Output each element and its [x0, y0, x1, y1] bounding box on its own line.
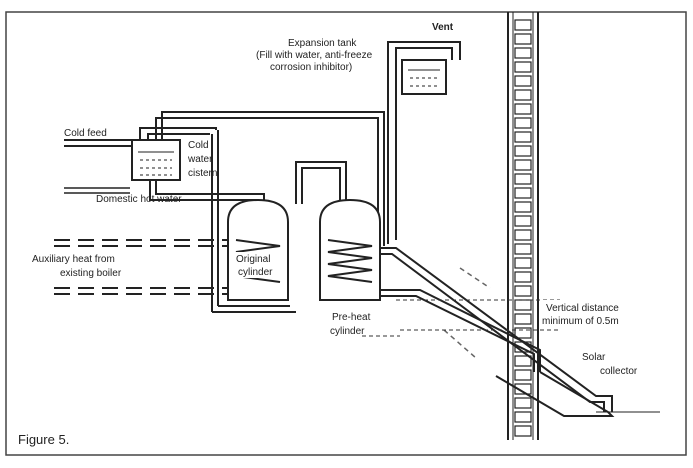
brick — [515, 258, 531, 268]
expansion-tank-label-2: (Fill with water, anti-freeze — [256, 50, 373, 61]
vertical-distance-label-2: minimum of 0.5m — [542, 316, 619, 327]
brick — [515, 398, 531, 408]
solar-collector-label-1: Solar — [582, 352, 606, 363]
brick — [515, 146, 531, 156]
brick — [515, 48, 531, 58]
cold-feed-pipe — [64, 140, 132, 146]
brick — [515, 426, 531, 436]
brick — [515, 370, 531, 380]
vertical-distance-label-1: Vertical distance — [546, 303, 619, 314]
cold-feed-label: Cold feed — [64, 128, 107, 139]
cistern-label-3: cistern — [188, 168, 217, 179]
original-cylinder-label-1: Original — [236, 254, 270, 265]
expansion-tank — [402, 60, 446, 94]
auxiliary-heat-label-2: existing boiler — [60, 268, 122, 279]
brick — [515, 188, 531, 198]
auxiliary-heat-label-1: Auxiliary heat from — [32, 254, 115, 265]
interconnect-pipe — [296, 162, 346, 204]
brick — [515, 356, 531, 366]
vent-label: Vent — [432, 22, 454, 33]
auxiliary-heat-pipes — [54, 240, 228, 294]
brick — [515, 244, 531, 254]
preheat-cylinder-label-1: Pre-heat — [332, 312, 371, 323]
domestic-hot-water-pipe — [64, 188, 130, 193]
brick — [515, 20, 531, 30]
cold-water-cistern — [132, 140, 180, 180]
brick — [515, 286, 531, 296]
solar-collector-label-2: collector — [600, 366, 638, 377]
brick — [515, 76, 531, 86]
expansion-tank-label-3: corrosion inhibitor) — [270, 62, 352, 73]
cistern-label-1: Cold — [188, 140, 209, 151]
brick — [515, 90, 531, 100]
brick — [515, 300, 531, 310]
brick — [515, 412, 531, 422]
brick — [515, 104, 531, 114]
brick — [515, 160, 531, 170]
cistern-label-2: water — [187, 154, 213, 165]
figure-caption: Figure 5. — [18, 432, 69, 447]
brick — [515, 216, 531, 226]
brick — [515, 34, 531, 44]
domestic-hot-water-label: Domestic hot water — [96, 194, 182, 205]
brick — [515, 230, 531, 240]
original-cylinder-label-2: cylinder — [238, 267, 273, 278]
brick — [515, 62, 531, 72]
original-cylinder — [228, 200, 288, 300]
preheat-cylinder-label-2: cylinder — [330, 326, 365, 337]
brick-wall — [508, 12, 538, 440]
brick — [515, 132, 531, 142]
expansion-tank-label-1: Expansion tank — [288, 38, 357, 49]
brick — [515, 272, 531, 282]
brick — [515, 314, 531, 324]
brick — [515, 202, 531, 212]
brick — [515, 118, 531, 128]
preheat-cylinder — [320, 200, 380, 300]
solar-circuit-pipes — [380, 248, 612, 416]
brick — [515, 174, 531, 184]
